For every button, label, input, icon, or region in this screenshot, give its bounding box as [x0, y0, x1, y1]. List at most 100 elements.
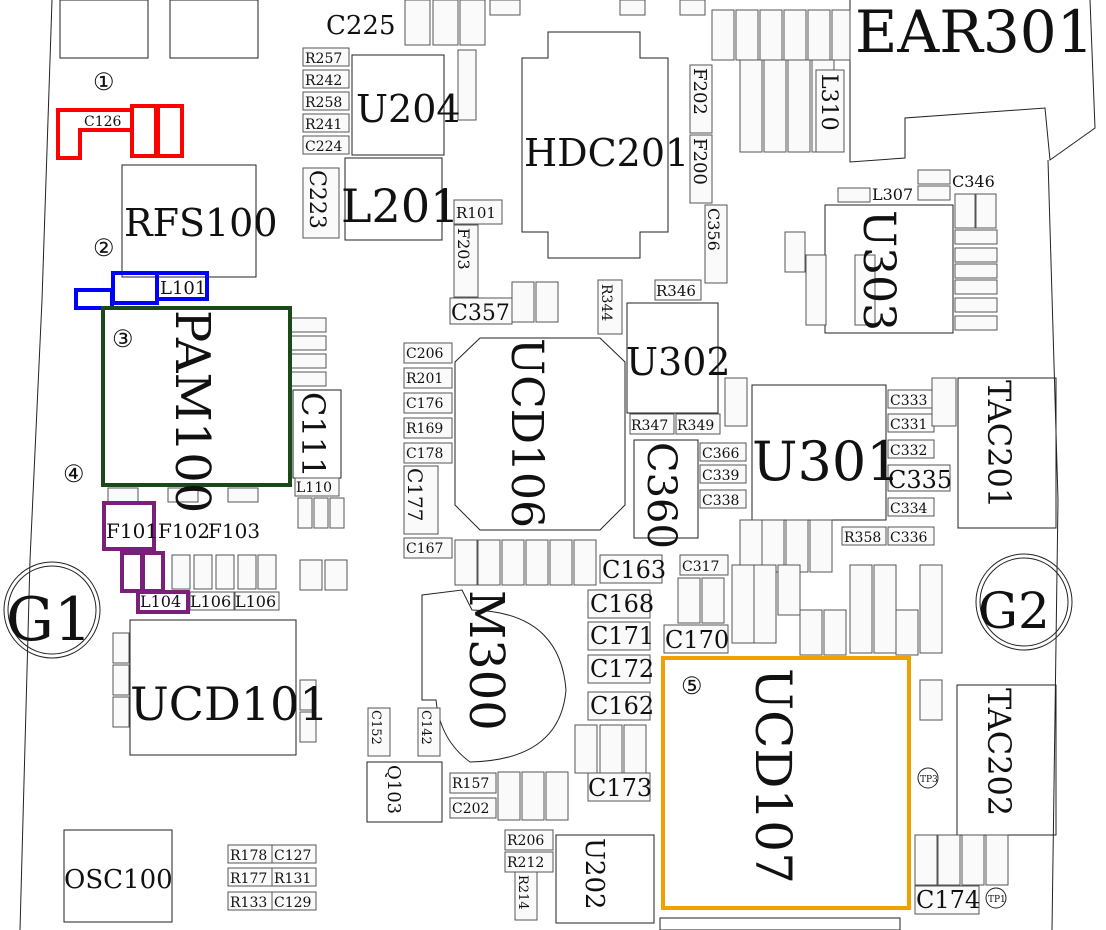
label-f101: F101 — [106, 519, 158, 543]
label-c142: C142 — [418, 710, 433, 745]
label-r177: R177 — [230, 871, 267, 887]
g1-circle-inner — [7, 565, 97, 655]
label-c126: C126 — [84, 114, 122, 130]
group-1-highlight — [56, 104, 184, 160]
label-c168: C168 — [590, 590, 654, 618]
label-c173: C173 — [588, 774, 652, 802]
marker-5: ⑤ — [681, 672, 703, 700]
label-c202: C202 — [452, 801, 489, 817]
label-c111: C111 — [294, 392, 332, 478]
label-ucd106: UCD106 — [501, 338, 552, 528]
label-r169: R169 — [406, 421, 443, 437]
label-u301: U301 — [752, 430, 901, 493]
label-r346: R346 — [656, 282, 696, 300]
label-f103: F103 — [208, 519, 260, 543]
label-l110: L110 — [296, 480, 332, 496]
c360-outline — [633, 439, 699, 539]
label-c336: C336 — [890, 530, 928, 546]
ear301-outline — [849, 0, 1096, 163]
g2-circle-inner — [979, 557, 1069, 647]
label-r212: R212 — [507, 855, 544, 871]
label-r242: R242 — [305, 73, 342, 89]
tac201-outline — [957, 377, 1057, 529]
u302-outline — [626, 302, 719, 414]
label-ear301: EAR301 — [855, 0, 1094, 66]
rfs100-outline — [121, 164, 257, 278]
osc100-outline — [63, 829, 173, 923]
g1-circle — [3, 561, 101, 659]
label-tp1: TP1 — [988, 895, 1006, 905]
label-c167: C167 — [406, 541, 443, 557]
label-c335: C335 — [888, 466, 952, 494]
label-rfs100: RFS100 — [124, 201, 278, 245]
label-u302: U302 — [626, 340, 731, 384]
marker-3: ③ — [112, 325, 134, 353]
label-pam100: PAM100 — [164, 310, 220, 513]
label-l307: L307 — [872, 185, 913, 204]
label-r349: R349 — [677, 418, 714, 434]
label-r178: R178 — [230, 848, 267, 864]
label-tac202: TAC202 — [980, 688, 1018, 816]
label-c317: C317 — [682, 559, 719, 575]
g2-circle — [975, 553, 1073, 651]
pad-top-left-a — [59, 0, 149, 59]
label-c171: C171 — [590, 622, 654, 650]
label-r344: R344 — [598, 284, 614, 321]
label-c334: C334 — [890, 501, 928, 517]
marker-4: ④ — [63, 460, 85, 488]
l201-outline — [344, 157, 443, 241]
label-c129: C129 — [274, 895, 311, 911]
label-u202: U202 — [579, 838, 609, 910]
tp3-circle — [917, 767, 939, 789]
tp1-circle — [985, 887, 1007, 909]
label-l104: L104 — [140, 592, 181, 611]
label-c163: C163 — [602, 556, 666, 584]
group-2-highlight — [74, 271, 209, 310]
label-l101: L101 — [160, 278, 206, 299]
label-c356: C356 — [704, 208, 723, 251]
label-r241: R241 — [305, 117, 342, 133]
u204-outline — [351, 54, 445, 156]
pad-top-left-b — [169, 0, 259, 59]
label-c152: C152 — [368, 710, 383, 745]
label-q103: Q103 — [383, 765, 404, 814]
label-tac201: TAC201 — [980, 380, 1018, 508]
label-c224: C224 — [305, 139, 343, 155]
label-r258: R258 — [305, 95, 342, 111]
label-c357: C357 — [451, 301, 510, 326]
label-c333: C333 — [890, 393, 927, 409]
marker-1: ① — [93, 68, 115, 96]
label-c176: C176 — [406, 396, 444, 412]
label-r214: R214 — [515, 875, 530, 910]
label-c338: C338 — [702, 493, 739, 509]
label-c360: C360 — [638, 442, 684, 549]
label-m300: M300 — [458, 590, 514, 731]
label-c172: C172 — [590, 655, 654, 683]
label-c177: C177 — [403, 468, 427, 521]
label-c225: C225 — [326, 11, 396, 41]
label-r347: R347 — [631, 418, 668, 434]
label-c174: C174 — [916, 886, 980, 914]
group-3-highlight — [101, 306, 292, 487]
label-l310: L310 — [816, 74, 841, 131]
label-c366: C366 — [702, 446, 740, 462]
ucd101-outline — [129, 619, 297, 756]
label-ucd101: UCD101 — [130, 677, 329, 731]
label-r201: R201 — [406, 371, 443, 387]
label-u303: U303 — [853, 210, 904, 331]
m300-outline — [421, 589, 567, 763]
label-ucd107: UCD107 — [744, 668, 802, 884]
u202-outline — [555, 834, 655, 924]
label-tp3: TP3 — [920, 775, 938, 785]
label-c223: C223 — [304, 170, 329, 229]
board-edge-right — [1047, 159, 1059, 930]
label-c206: C206 — [406, 346, 444, 362]
marker-2: ② — [93, 234, 115, 262]
label-l201: L201 — [341, 179, 459, 233]
hdc201-outline — [521, 31, 669, 259]
label-osc100: OSC100 — [64, 865, 173, 895]
label-r131: R131 — [274, 871, 311, 887]
label-hdc201: HDC201 — [524, 131, 689, 175]
label-c332: C332 — [890, 443, 927, 459]
